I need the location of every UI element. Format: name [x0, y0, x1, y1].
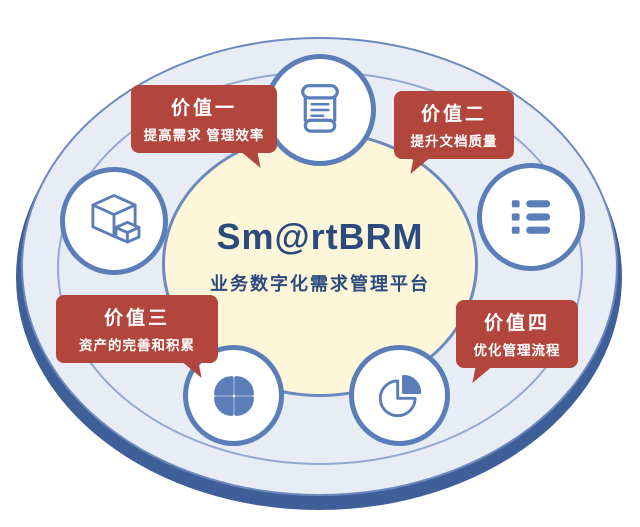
callout-desc: 提升文档质量: [410, 134, 498, 149]
pie-chart-icon: [371, 367, 429, 425]
node-assets: [60, 167, 168, 275]
callout-value-3: 价值三 资产的完善和积累: [56, 295, 218, 378]
clover-icon: [206, 368, 262, 424]
platform-title: Sm@rtBRM: [216, 216, 424, 257]
callout-desc: 优化管理流程: [473, 343, 561, 358]
scroll-icon: [288, 78, 352, 142]
callout-desc: 资产的完善和积累: [79, 338, 195, 353]
callout-desc: 提高需求 管理效率: [143, 128, 265, 143]
callout-title: 价值一: [170, 98, 237, 119]
package-box-icon: [82, 189, 146, 253]
platform-subtitle: 业务数字化需求管理平台: [210, 274, 430, 294]
callout-title: 价值四: [483, 313, 550, 334]
list-icon: [501, 187, 561, 247]
node-requirements: [264, 54, 376, 166]
callout-value-2: 价值二 提升文档质量: [394, 91, 514, 174]
callout-value-1: 价值一 提高需求 管理效率: [131, 85, 277, 168]
callout-title: 价值二: [420, 104, 487, 125]
center-text: Sm@rtBRM 业务数字化需求管理平台: [163, 216, 477, 296]
node-analytics: [349, 345, 450, 446]
node-document-list: [477, 163, 585, 271]
callout-title: 价值三: [103, 308, 170, 329]
callout-value-4: 价值四 优化管理流程: [456, 300, 578, 383]
